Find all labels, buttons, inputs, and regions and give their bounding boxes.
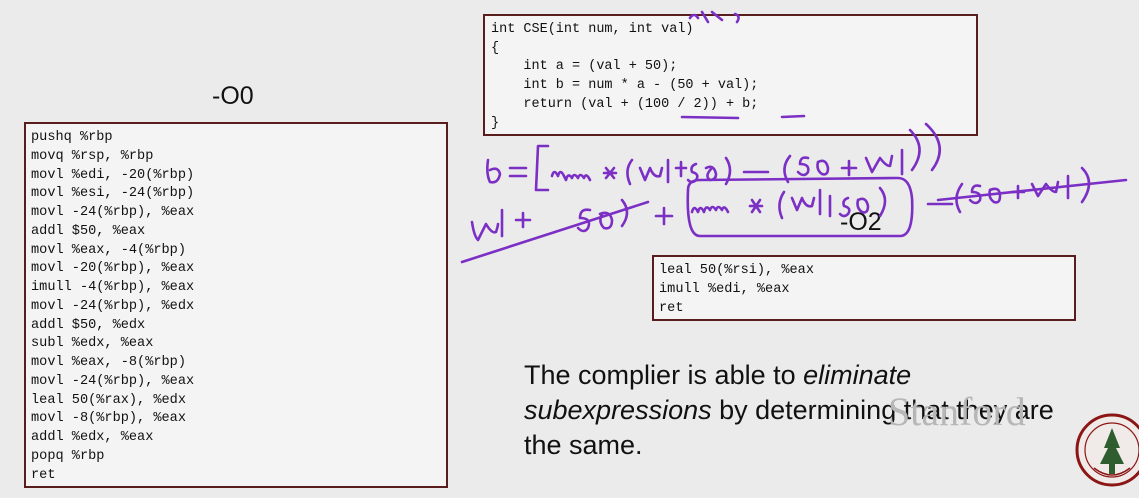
- o0-asm-line: pushq %rbp: [31, 130, 113, 145]
- stanford-seal-icon: [1075, 413, 1139, 487]
- o0-asm-line: movl %edi, -20(%rbp): [31, 167, 195, 183]
- o0-asm-line: movl %eax, -8(%rbp): [31, 355, 186, 370]
- o0-assembly-box: pushq %rbp movq %rsp, %rbp movl %edi, -20(…: [24, 122, 448, 488]
- caption-text-2: by determining that they are the same.: [524, 395, 1054, 460]
- o0-asm-line: movl %esi, -24(%rbp): [31, 186, 195, 202]
- caption-text-1: The complier is able to: [524, 360, 804, 390]
- o0-asm-line: addl $50, %eax: [31, 223, 146, 239]
- o0-asm-line: ret: [31, 467, 56, 483]
- caption: The complier is able to eliminate subexpr…: [524, 358, 1084, 463]
- o2-asm-line: ret: [659, 300, 684, 316]
- source-code-line: {: [491, 40, 500, 56]
- o2-asm-line: imull %edi, %eax: [659, 281, 790, 297]
- o2-assembly-box: leal 50(%rsi), %eax imull %edi, %eax ret: [652, 255, 1076, 321]
- caption-emphasis-eliminate: eliminate: [803, 360, 912, 390]
- source-code-line: int CSE(int num, int val): [491, 22, 694, 37]
- o0-asm-line: leal 50(%rax), %edx: [31, 392, 186, 408]
- o0-asm-line: movl -8(%rbp), %eax: [31, 411, 186, 427]
- o0-asm-line: popq %rbp: [31, 448, 105, 464]
- o0-asm-line: movl -24(%rbp), %eax: [31, 205, 195, 220]
- o0-asm-line: addl %edx, %eax: [31, 430, 154, 445]
- source-code-line: return (val + (100 / 2)) + b;: [491, 96, 759, 112]
- o0-asm-line: addl $50, %edx: [31, 317, 146, 333]
- o2-asm-line: leal 50(%rsi), %eax: [659, 263, 814, 278]
- caption-emphasis-subexpressions: subexpressions: [524, 395, 712, 425]
- o0-asm-line: movq %rsp, %rbp: [31, 148, 154, 164]
- o0-asm-line: imull -4(%rbp), %eax: [31, 280, 195, 295]
- o0-asm-line: movl -24(%rbp), %eax: [31, 373, 195, 389]
- stanford-watermark: Stanford: [888, 389, 1026, 434]
- source-code-box: int CSE(int num, int val) { int a = (val …: [483, 14, 978, 136]
- source-code-line: }: [491, 115, 500, 131]
- o0-label: -O0: [212, 82, 254, 110]
- o0-asm-line: movl -24(%rbp), %edx: [31, 298, 195, 314]
- o0-asm-line: movl %eax, -4(%rbp): [31, 242, 186, 258]
- source-code-line: int a = (val + 50);: [491, 59, 678, 75]
- source-code-line: int b = num * a - (50 + val);: [491, 78, 759, 94]
- o0-asm-line: subl %edx, %eax: [31, 336, 154, 352]
- o0-asm-line: movl -20(%rbp), %eax: [31, 261, 195, 277]
